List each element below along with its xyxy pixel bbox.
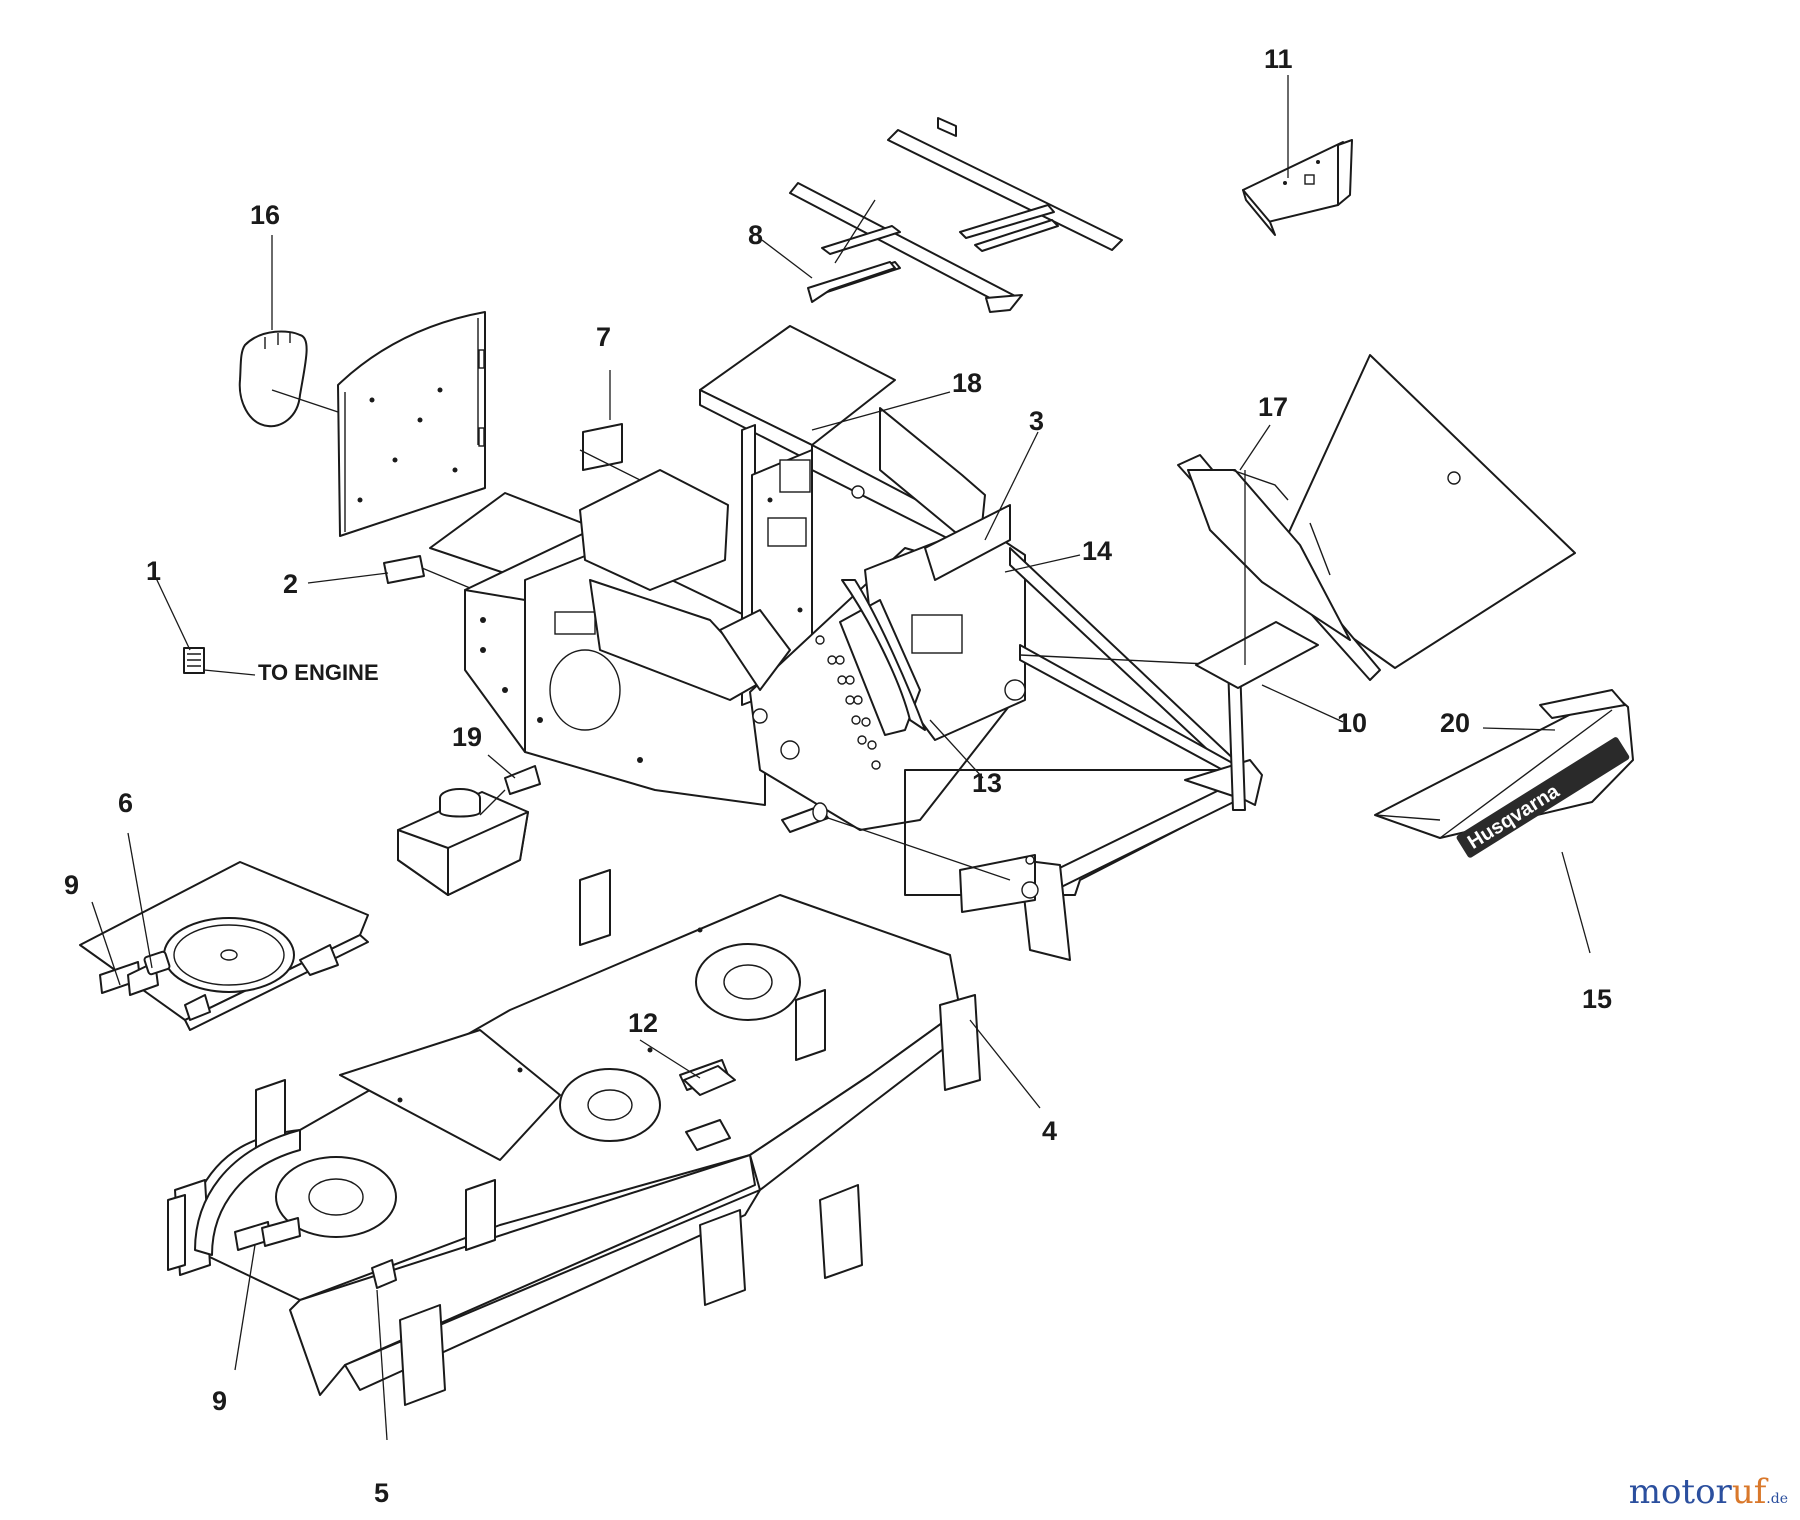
callout-14: 14 (1082, 536, 1112, 566)
part-10-decal (1195, 621, 1319, 689)
callout-labels: 1 2 3 4 5 6 7 8 9 9 10 11 12 13 14 15 16… (64, 44, 1612, 1508)
watermark-suffix: .de (1766, 1491, 1788, 1507)
main-frame (429, 325, 1263, 961)
side-plate-holes (815, 635, 881, 770)
part-11-bracket (1242, 139, 1353, 236)
callout-19: 19 (452, 722, 482, 752)
callout-3: 3 (1029, 406, 1044, 436)
callout-9-deck: 9 (212, 1386, 227, 1416)
callout-20: 20 (1440, 708, 1470, 738)
callout-6: 6 (118, 788, 133, 818)
watermark-main: motor (1628, 1472, 1732, 1512)
callout-11: 11 (1264, 44, 1293, 74)
callout-16: 16 (250, 200, 280, 230)
callout-17: 17 (1258, 392, 1288, 422)
part-8-seat-frame (789, 117, 1123, 313)
mower-deck (167, 869, 981, 1406)
part-16-heat-shield (238, 330, 308, 428)
part-12-decal (683, 1065, 736, 1096)
callout-12: 12 (628, 1008, 658, 1038)
part-20-hood (1374, 689, 1634, 839)
callout-5: 5 (374, 1478, 389, 1508)
part-2-decal (383, 555, 425, 584)
callout-9-plate: 9 (64, 870, 79, 900)
watermark-accent: uf (1731, 1472, 1767, 1512)
part-6-deck-plate (79, 861, 369, 1031)
callout-15: 15 (1582, 984, 1612, 1014)
engine-side-plate (337, 311, 486, 537)
callout-13: 13 (972, 768, 1002, 798)
part-7-decal (582, 423, 623, 471)
callout-4: 4 (1042, 1116, 1057, 1146)
part-19-fuel-tank (397, 765, 541, 896)
callout-7: 7 (596, 322, 611, 352)
leader-lines (91, 75, 1591, 1441)
to-engine-note: TO ENGINE (258, 660, 379, 685)
part-17-seat-pan (1177, 354, 1576, 681)
site-watermark: motoruf.de (1629, 1472, 1788, 1512)
part-1-decal (183, 647, 205, 674)
callout-10: 10 (1337, 708, 1367, 738)
callout-1: 1 (146, 556, 161, 586)
callout-2: 2 (283, 569, 298, 599)
callout-18: 18 (952, 368, 982, 398)
callout-8: 8 (748, 220, 763, 250)
